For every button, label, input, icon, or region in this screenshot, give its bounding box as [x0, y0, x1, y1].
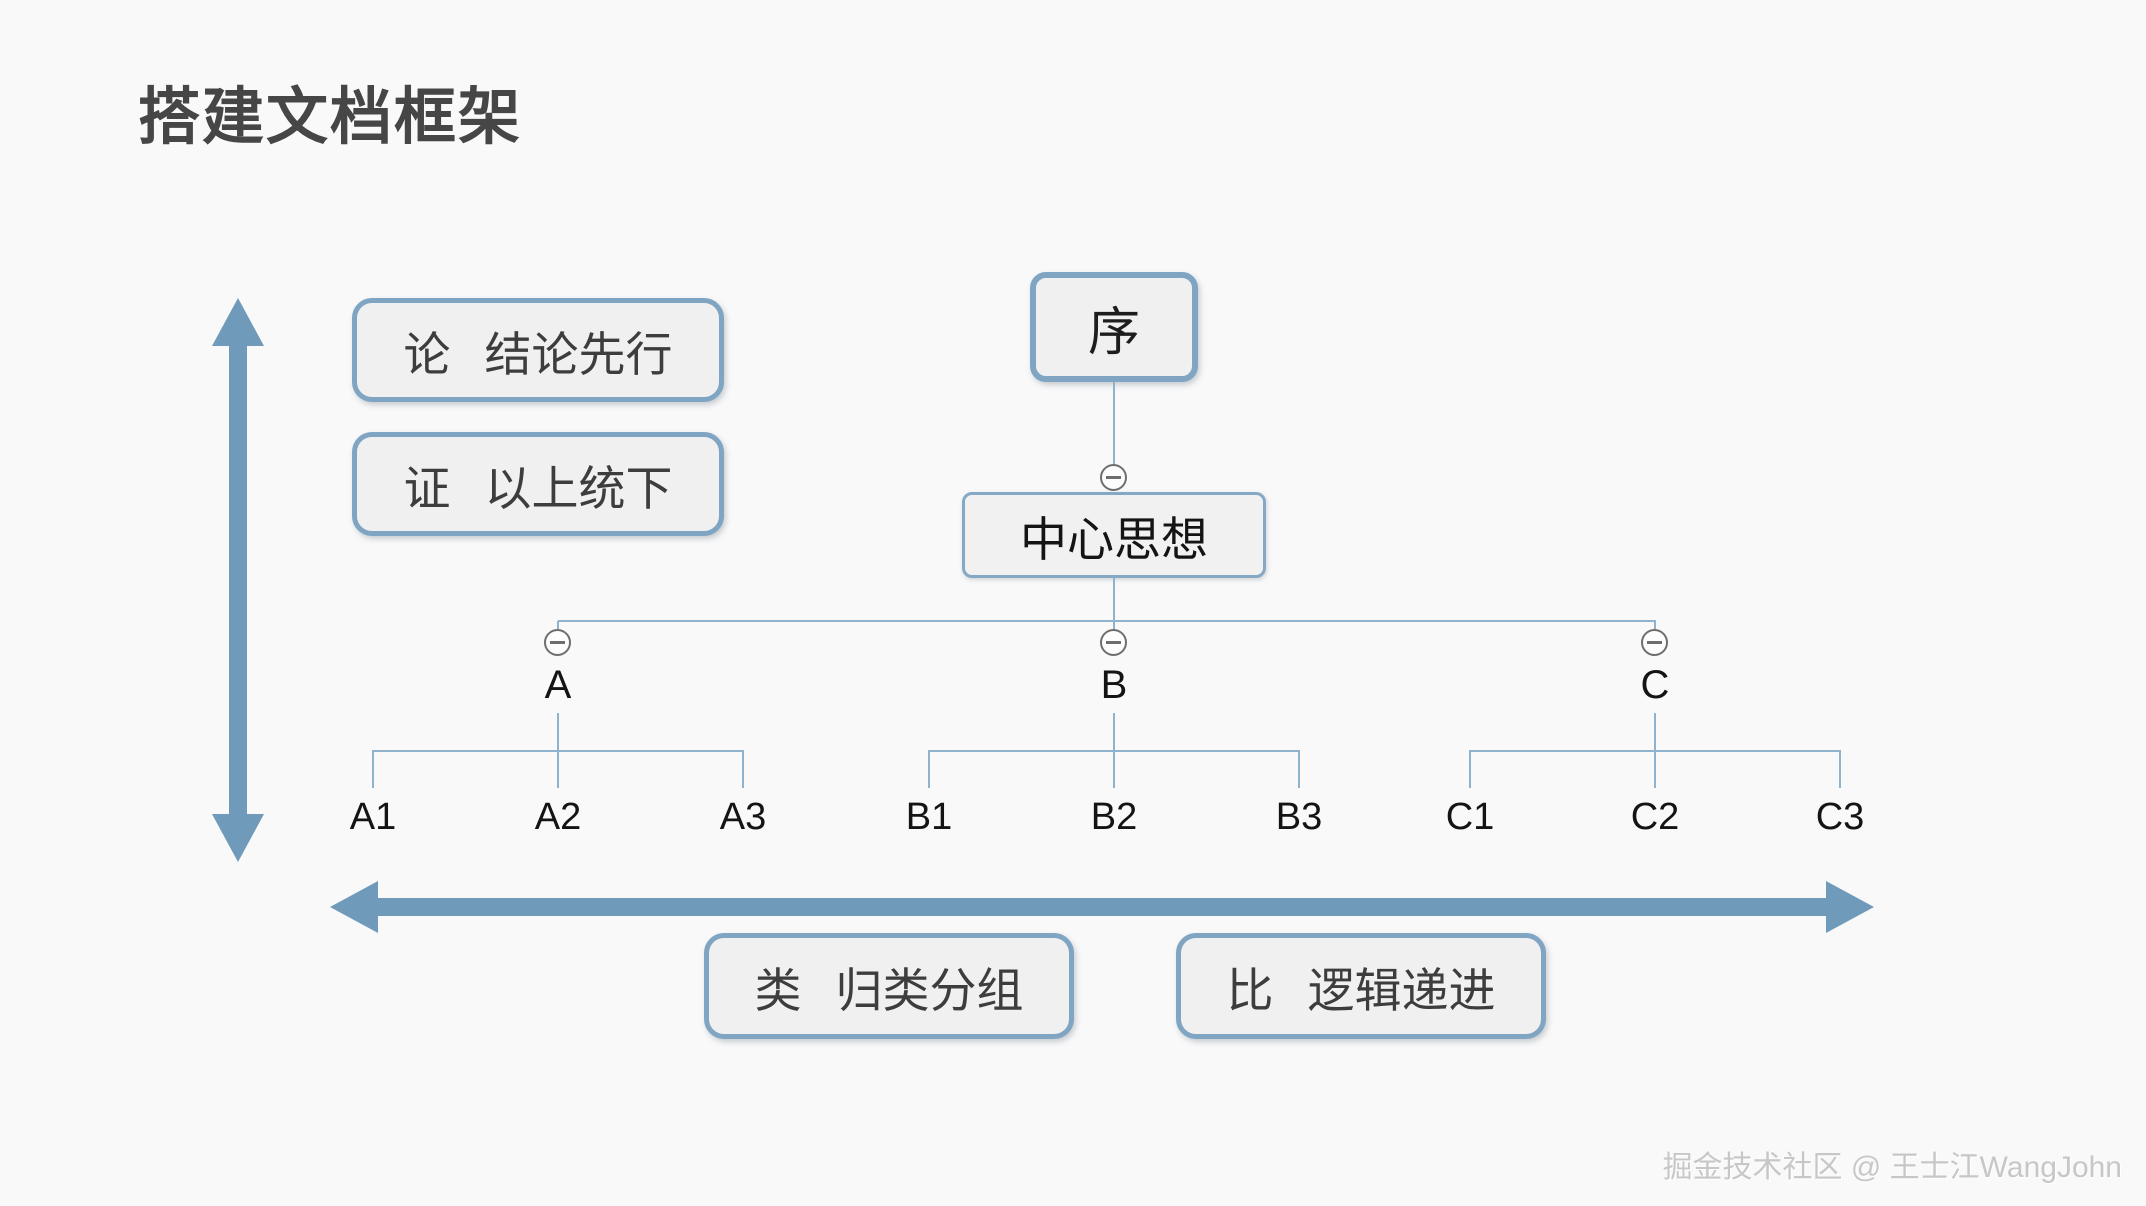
- leaf-node-label[interactable]: B1: [905, 796, 953, 838]
- connector-line: [1654, 621, 1656, 629]
- leaf-node-label[interactable]: A2: [534, 796, 582, 838]
- leaf-node-label[interactable]: C2: [1630, 796, 1680, 838]
- collapse-minus-icon[interactable]: [1641, 629, 1668, 656]
- branch-node-label[interactable]: A: [544, 663, 572, 707]
- central-topic-label: 中心思想: [1020, 512, 1208, 566]
- connector-line: [1113, 621, 1115, 629]
- arrowhead-left-icon: [330, 881, 378, 933]
- connector-line: [372, 750, 744, 752]
- connector-line: [1654, 752, 1656, 788]
- principle-label: 以上统下: [484, 461, 673, 515]
- leaf-node-label[interactable]: B3: [1275, 796, 1323, 838]
- arrowhead-down-icon: [212, 814, 264, 862]
- principle-key: 比: [1226, 963, 1274, 1017]
- minus-bar: [1647, 641, 1662, 644]
- connector-line: [1469, 750, 1841, 752]
- connector-line: [557, 752, 559, 788]
- principle-box-conclusion-first: 论 结论先行: [352, 298, 724, 402]
- leaf-node-label[interactable]: B2: [1090, 796, 1138, 838]
- principle-key: 类: [754, 963, 802, 1017]
- collapse-minus-icon[interactable]: [544, 629, 571, 656]
- connector-line: [1113, 382, 1115, 466]
- collapse-minus-icon[interactable]: [1100, 464, 1127, 491]
- connector-line: [928, 752, 930, 788]
- connector-line: [372, 752, 374, 788]
- connector-line: [1113, 713, 1115, 750]
- watermark-credit: 掘金技术社区 @ 王士江WangJohn: [1662, 1151, 2122, 1184]
- branch-c: C C1 C2 C3: [1410, 621, 1900, 856]
- root-node[interactable]: 序: [1030, 272, 1198, 382]
- minus-bar: [1106, 476, 1121, 479]
- minus-bar: [550, 641, 565, 644]
- page-title: 搭建文档框架: [138, 83, 523, 152]
- leaf-node-label[interactable]: C3: [1815, 796, 1865, 838]
- principle-key: 证: [403, 461, 451, 515]
- principle-label: 逻辑递进: [1307, 963, 1496, 1017]
- connector-line: [1654, 713, 1656, 750]
- connector-line: [1113, 578, 1115, 621]
- arrowhead-up-icon: [212, 298, 264, 346]
- principle-box-grouping: 类 归类分组: [704, 933, 1074, 1039]
- connector-line: [742, 752, 744, 788]
- connector-line: [928, 750, 1300, 752]
- principle-box-logical-progression: 比 逻辑递进: [1176, 933, 1546, 1039]
- principle-label: 归类分组: [835, 963, 1024, 1017]
- branch-a: A A1 A2 A3: [313, 621, 803, 856]
- principle-label: 结论先行: [484, 327, 673, 381]
- connector-line: [1839, 752, 1841, 788]
- vertical-arrow-shaft: [229, 342, 247, 818]
- principle-box-top-governs-bottom: 证 以上统下: [352, 432, 724, 536]
- connector-line: [558, 620, 1656, 622]
- central-topic-node[interactable]: 中心思想: [962, 492, 1266, 578]
- branch-node-label[interactable]: B: [1100, 663, 1128, 707]
- collapse-minus-icon[interactable]: [1100, 629, 1127, 656]
- leaf-node-label[interactable]: A1: [349, 796, 397, 838]
- leaf-node-label[interactable]: C1: [1445, 796, 1495, 838]
- connector-line: [1298, 752, 1300, 788]
- branch-b: B B1 B2 B3: [869, 621, 1359, 856]
- connector-line: [1469, 752, 1471, 788]
- connector-line: [557, 621, 559, 629]
- arrowhead-right-icon: [1826, 881, 1874, 933]
- leaf-node-label[interactable]: A3: [719, 796, 767, 838]
- connector-line: [557, 713, 559, 750]
- principle-key: 论: [403, 327, 451, 381]
- minus-bar: [1106, 641, 1121, 644]
- root-node-label: 序: [1087, 303, 1140, 362]
- connector-line: [1113, 752, 1115, 788]
- branch-node-label[interactable]: C: [1640, 663, 1670, 707]
- horizontal-arrow-shaft: [374, 898, 1828, 916]
